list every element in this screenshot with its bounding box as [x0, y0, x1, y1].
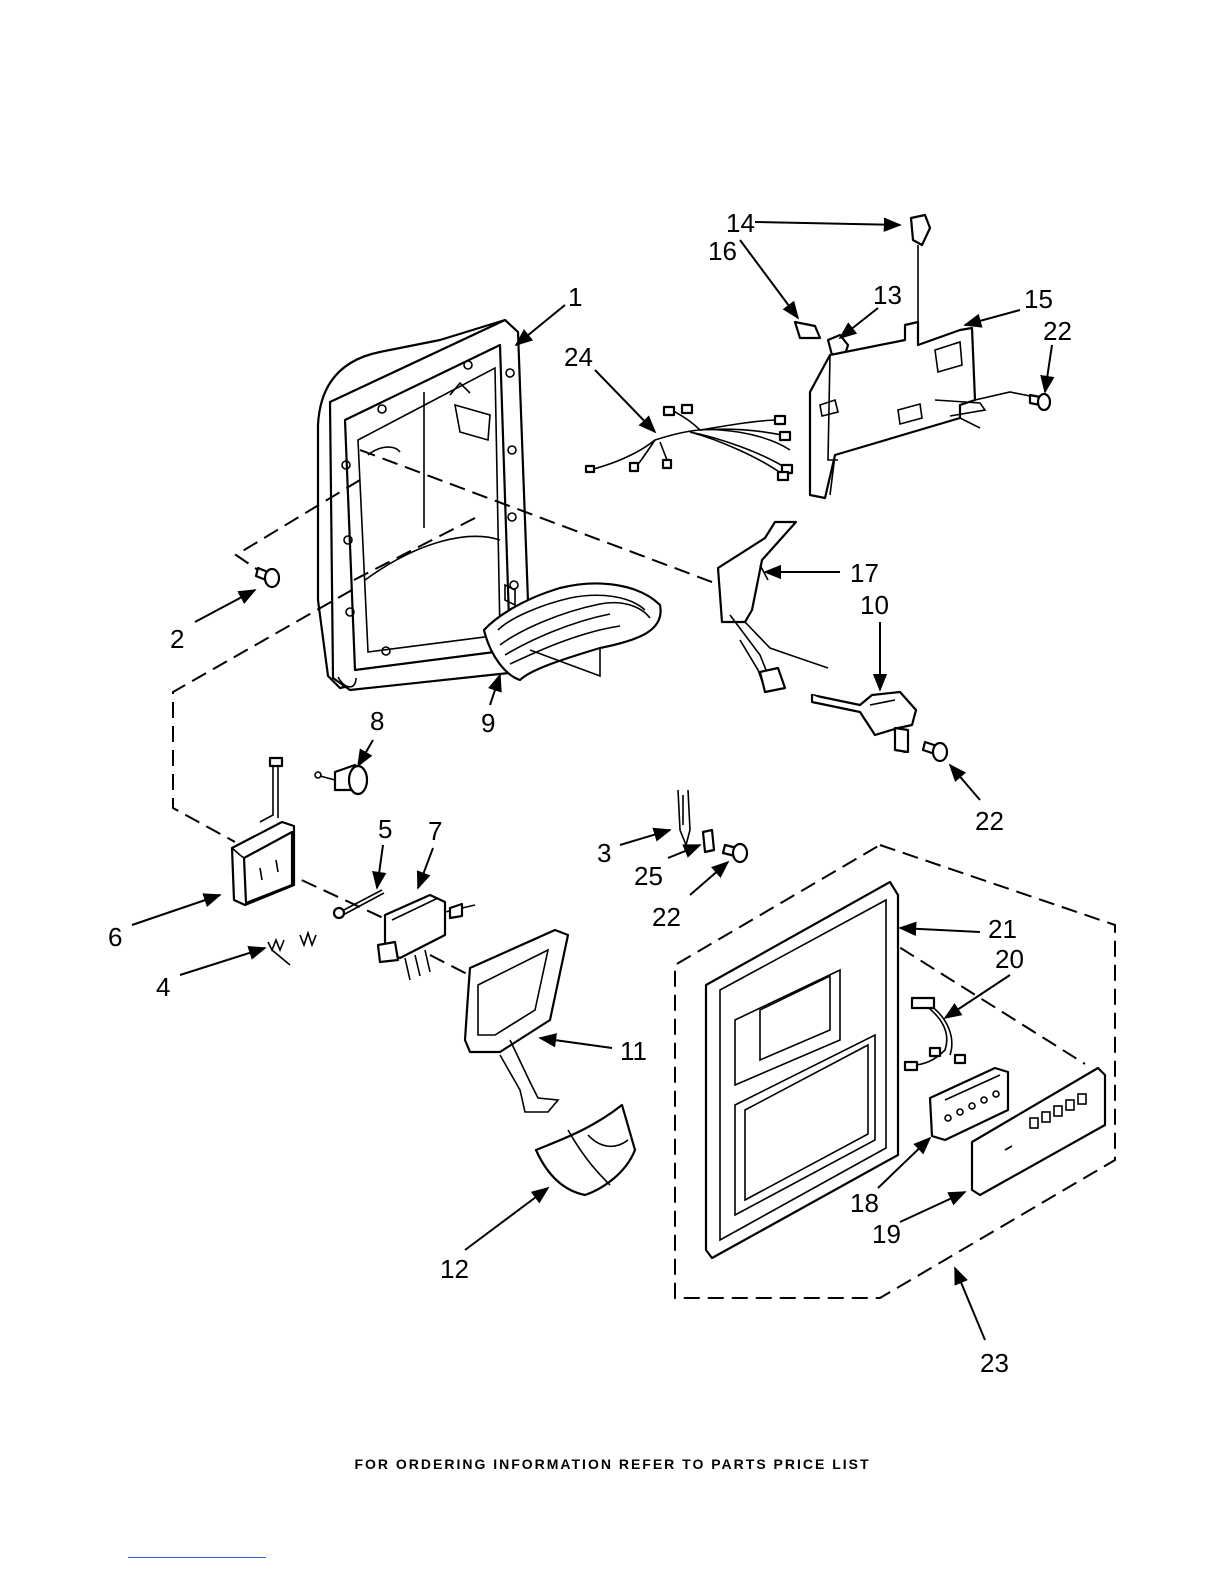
actuator-10 — [812, 692, 916, 752]
callout-21: 21 — [988, 914, 1017, 944]
callout-9: 9 — [481, 708, 495, 738]
wire-harness — [586, 405, 792, 480]
callout-18: 18 — [850, 1188, 879, 1218]
callout-16: 16 — [708, 236, 737, 266]
clip-25 — [703, 830, 714, 852]
callout-3: 3 — [597, 838, 611, 868]
module-6 — [232, 758, 294, 905]
dispenser-lever-17 — [718, 522, 828, 692]
ordering-info-footer: FOR ORDERING INFORMATION REFER TO PARTS … — [0, 1456, 1225, 1472]
callout-5: 5 — [378, 814, 392, 844]
callout-13: 13 — [873, 280, 902, 310]
callout-1: 1 — [568, 282, 582, 312]
callout-4: 4 — [156, 972, 170, 1002]
callout-22-lower: 22 — [652, 902, 681, 932]
control-housing-assembly — [795, 215, 1030, 498]
screw-22-mid — [923, 742, 947, 761]
callout-22-mid: 22 — [975, 806, 1004, 836]
switch-8 — [315, 765, 367, 794]
callout-23: 23 — [980, 1348, 1009, 1378]
solenoid-7 — [378, 895, 475, 980]
harness-20 — [905, 998, 965, 1070]
callout-12: 12 — [440, 1254, 469, 1284]
callout-24: 24 — [564, 342, 593, 372]
screw-22-lower — [723, 844, 747, 862]
chute-lever-11 — [465, 930, 568, 1112]
callout-15: 15 — [1024, 284, 1053, 314]
ice-chute-12 — [536, 1105, 635, 1195]
callout-6: 6 — [108, 922, 122, 952]
callout-7: 7 — [428, 816, 442, 846]
callout-14: 14 — [726, 208, 755, 238]
callout-8: 8 — [370, 706, 384, 736]
spring-4 — [268, 933, 316, 965]
callout-25: 25 — [634, 861, 663, 891]
callout-19: 19 — [872, 1219, 901, 1249]
callout-2: 2 — [170, 624, 184, 654]
callout-11: 11 — [620, 1036, 647, 1066]
screw-22-top — [1030, 394, 1050, 410]
clip-3 — [678, 790, 690, 845]
callout-20: 20 — [995, 944, 1024, 974]
callout-22-top: 22 — [1043, 316, 1072, 346]
underline-link[interactable] — [128, 1557, 266, 1558]
callout-10: 10 — [860, 590, 889, 620]
callout-17: 17 — [850, 558, 879, 588]
screw-2 — [256, 568, 279, 587]
